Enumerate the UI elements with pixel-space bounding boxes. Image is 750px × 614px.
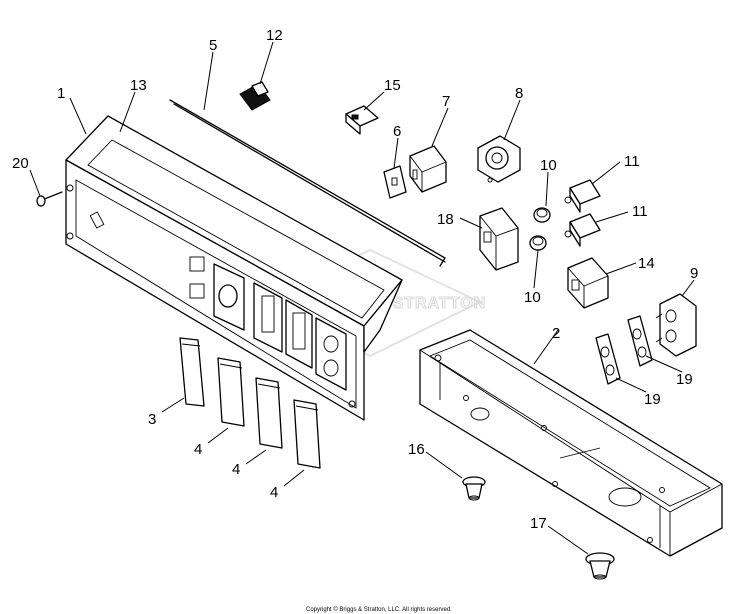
copyright-notice: Copyright © Briggs & Stratton, LLC. All … — [306, 606, 452, 613]
callout-11-upper: 11 — [624, 153, 640, 170]
control-box-housing — [419, 329, 723, 557]
gfci-outlet — [479, 207, 519, 271]
callout-6: 6 — [393, 123, 401, 140]
callout-20: 20 — [12, 155, 29, 172]
small-switch — [345, 105, 379, 135]
grommet-small — [462, 476, 486, 501]
callout-11-lower: 11 — [632, 203, 648, 220]
callout-16: 16 — [408, 441, 425, 458]
callout-3: 3 — [148, 411, 156, 428]
callout-19-left: 19 — [644, 391, 661, 408]
callout-4-c: 4 — [270, 484, 278, 501]
callout-4-b: 4 — [232, 461, 240, 478]
gfci-outlet-right — [567, 257, 609, 309]
rod — [169, 99, 446, 267]
callout-10-upper: 10 — [540, 157, 557, 174]
twist-lock-receptacle — [477, 135, 521, 183]
callout-12: 12 — [266, 27, 283, 44]
face-plate-right — [627, 315, 653, 367]
callout-4-a: 4 — [194, 441, 202, 458]
callout-5: 5 — [209, 37, 217, 54]
leader-lines — [29, 41, 695, 555]
outlet-cover-4a — [217, 357, 245, 427]
callout-10-lower: 10 — [524, 289, 541, 306]
callout-17: 17 — [530, 515, 547, 532]
callout-2: 2 — [552, 325, 560, 342]
callout-8: 8 — [515, 85, 523, 102]
circuit-breaker-lower — [564, 213, 601, 247]
grommet-large — [585, 552, 615, 580]
circuit-button-upper — [533, 207, 551, 223]
switch-plate — [383, 165, 407, 199]
rocker-switch — [239, 81, 271, 111]
circuit-button-lower — [529, 235, 547, 251]
callout-9: 9 — [690, 265, 698, 282]
outlet-cover-4b — [255, 377, 283, 449]
callout-19-right: 19 — [676, 371, 693, 388]
toggle-switch — [409, 145, 447, 193]
callout-15: 15 — [384, 77, 401, 94]
control-panel — [65, 115, 403, 421]
screw — [36, 191, 63, 207]
callout-14: 14 — [638, 255, 655, 272]
circuit-breaker-upper — [564, 179, 601, 213]
callout-1: 1 — [57, 85, 65, 102]
callout-7: 7 — [442, 93, 450, 110]
outlet-cover-4c — [293, 399, 321, 469]
duplex-receptacle — [655, 293, 697, 357]
callout-labels: 1 13 5 12 15 6 7 8 10 11 11 18 10 14 9 1… — [12, 27, 698, 532]
callout-18: 18 — [437, 211, 454, 228]
face-plate-left — [595, 333, 621, 385]
callout-13: 13 — [130, 77, 147, 94]
outlet-cover-3 — [179, 337, 205, 407]
